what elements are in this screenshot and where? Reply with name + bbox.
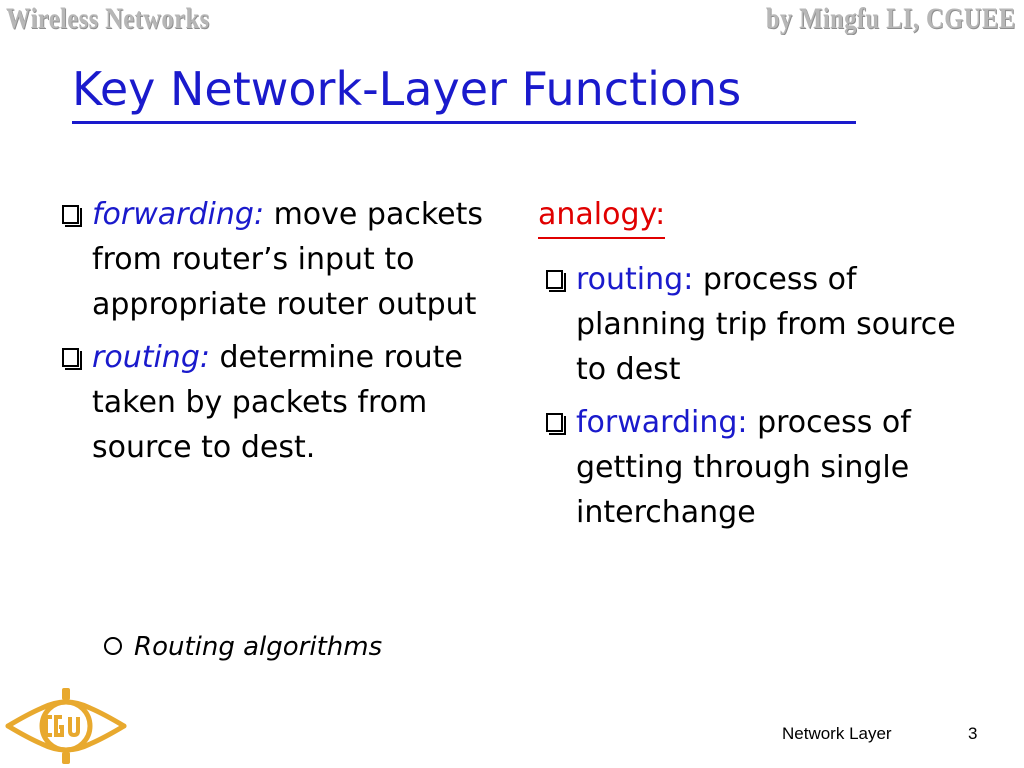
bullet-routing: routing: determine route taken by packet… [54, 335, 514, 470]
bullet-term: forwarding: [576, 405, 748, 440]
sub-bullet-text: Routing algorithms [134, 632, 383, 662]
box-bullet-icon [546, 270, 566, 292]
sub-bullet: Routing algorithms [104, 632, 382, 662]
bullet-term: routing: [92, 340, 210, 375]
bullet-text: process of planning trip from source to … [576, 262, 956, 387]
footer-label: Network Layer [782, 724, 892, 743]
page-number: 3 [968, 724, 978, 743]
bullet-text: process of getting through single interc… [576, 405, 911, 530]
circle-bullet-icon [104, 636, 122, 655]
box-bullet-icon [62, 348, 82, 370]
slide-title: Key Network-Layer Functions [72, 62, 742, 116]
bullet-term: routing: [576, 262, 694, 297]
left-column: forwarding: move packets from router’s i… [54, 192, 514, 478]
title-underline [72, 121, 856, 124]
box-bullet-icon [62, 205, 82, 227]
header-right-text: by Mingfu LI, CGUEE [766, 2, 1016, 35]
header-left-text: Wireless Networks [6, 2, 210, 35]
bullet-analogy-routing: routing: process of planning trip from s… [538, 257, 958, 392]
box-bullet-icon [546, 413, 566, 435]
bullet-forwarding: forwarding: move packets from router’s i… [54, 192, 514, 327]
cgu-logo-icon [5, 688, 127, 764]
bullet-text: determine route taken by packets from so… [92, 340, 463, 465]
bullet-term: forwarding: [92, 197, 265, 232]
bullet-text: move packets from router’s input to appr… [92, 197, 483, 322]
bullet-analogy-forwarding: forwarding: process of getting through s… [538, 400, 958, 535]
analogy-heading: analogy: [538, 192, 666, 239]
right-column: analogy: routing: process of planning tr… [538, 192, 958, 543]
